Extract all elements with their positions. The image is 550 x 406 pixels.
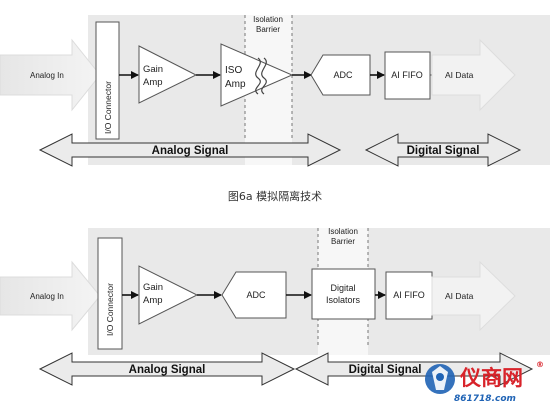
analog-in-arrow-a	[0, 38, 101, 112]
analog-signal-label-b: Analog Signal	[129, 364, 206, 376]
gain-amp-label-b-1: Gain	[143, 282, 163, 293]
barrier-label-b-line1: Isolation	[328, 227, 358, 236]
ai-fifo-label-b: AI FIFO	[393, 290, 425, 300]
barrier-label-a-line1: Isolation	[253, 15, 283, 24]
watermark-title: 仪商网	[459, 366, 523, 390]
figure-caption: 图6a 模拟隔离技术	[227, 190, 323, 203]
analog-in-label-b: Analog In	[30, 292, 64, 301]
analog-signal-label-a: Analog Signal	[152, 145, 229, 157]
ai-data-arrow-a	[431, 38, 516, 112]
analog-signal-arrow-b	[38, 352, 296, 386]
watermark-registered-mark: ®	[536, 360, 544, 369]
digital-signal-label-b: Digital Signal	[349, 364, 422, 376]
io-connector-label-b: I/O Connector	[105, 283, 115, 336]
gain-amp-b	[138, 265, 199, 325]
adc-label-b: ADC	[246, 290, 266, 300]
iso-amp-label-1: ISO	[225, 65, 242, 76]
barrier-label-b-line2: Barrier	[331, 237, 355, 246]
analog-in-arrow-b	[0, 260, 101, 332]
analog-in-label-a: Analog In	[30, 71, 64, 80]
ai-fifo-label-a: AI FIFO	[391, 70, 423, 80]
barrier-label-a-line2: Barrier	[256, 25, 280, 34]
gain-amp-label-a-1: Gain	[143, 64, 163, 75]
adc-label-a: ADC	[333, 70, 353, 80]
analog-signal-arrow-a	[38, 133, 342, 167]
digital-signal-arrow-a	[364, 133, 522, 167]
digital-signal-arrow-b	[294, 352, 534, 386]
io-connector-label-a: I/O Connector	[103, 81, 113, 134]
ai-data-arrow-b	[431, 260, 516, 332]
watermark-url: 861718.com	[454, 394, 516, 404]
digital-signal-label-a: Digital Signal	[407, 145, 480, 157]
digital-isolators-label-2: Isolators	[326, 295, 361, 305]
io-connector-b	[97, 237, 123, 350]
ai-data-label-a: AI Data	[445, 70, 474, 80]
diagram-a: Isolation Barrier Analog In I/O Connecto…	[0, 15, 550, 167]
gain-amp-a	[138, 45, 198, 104]
digital-isolators	[311, 268, 376, 320]
watermark-logo: 仪商网 ® 861718.com	[425, 360, 544, 404]
iso-amp-label-2: Amp	[225, 79, 246, 90]
diagram-b: Isolation Barrier Analog In I/O Connecto…	[0, 227, 550, 386]
gain-amp-label-a-2: Amp	[143, 77, 163, 88]
gain-amp-label-b-2: Amp	[143, 295, 163, 306]
ai-fifo-a	[384, 51, 431, 100]
ai-data-label-b: AI Data	[445, 291, 474, 301]
io-connector-a	[95, 21, 120, 140]
ai-fifo-b	[385, 271, 433, 320]
digital-isolators-label-1: Digital	[330, 283, 355, 293]
iso-amp	[220, 43, 294, 107]
